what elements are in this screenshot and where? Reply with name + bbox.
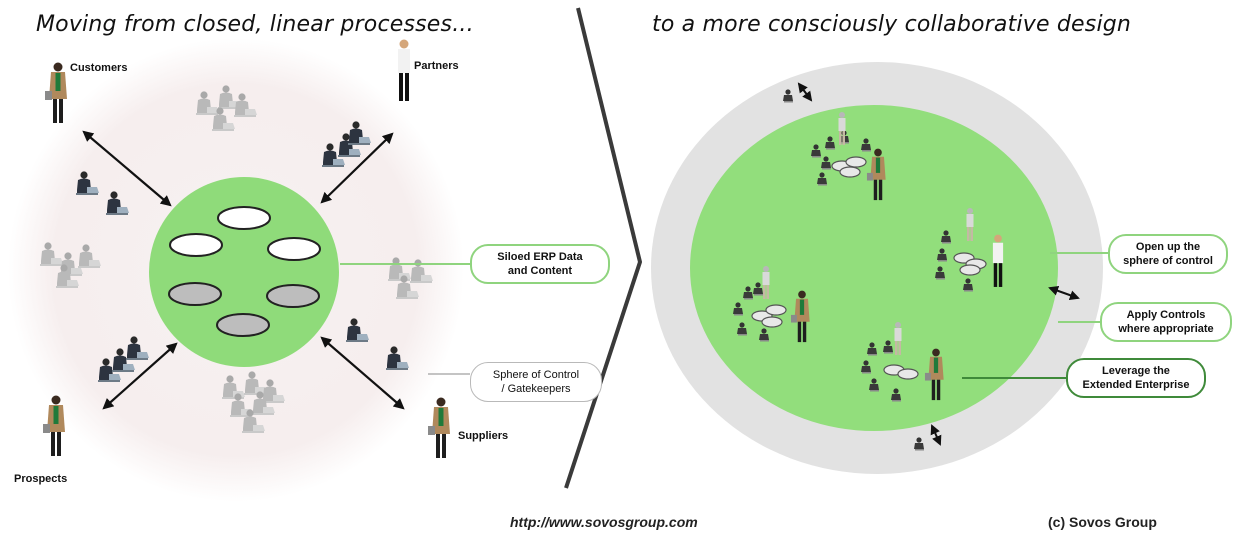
footer-url: http://www.sovosgroup.com [510, 514, 698, 530]
sphere-of-control-callout: Sphere of Control / Gatekeepers [470, 362, 602, 402]
arrow-partners [320, 132, 394, 204]
siloed-erp-callout: Siloed ERP Data and Content [470, 244, 610, 284]
silo-ovals [168, 206, 321, 337]
right-heading: to a more consciously collaborative desi… [652, 12, 1132, 37]
suppliers-figure [428, 397, 450, 458]
ring-arrow-top [783, 82, 813, 103]
ring-arrow-right [1048, 285, 1080, 301]
left-panel [8, 38, 470, 502]
customers-figure [45, 62, 67, 123]
arrow-prospects [102, 342, 178, 410]
partners-label: Partners [414, 60, 459, 72]
divider-chevron [564, 7, 642, 489]
suppliers-label: Suppliers [458, 430, 509, 442]
customers-label: Customers [70, 62, 128, 74]
prospects-label: Prospects [14, 473, 68, 485]
right-panel [651, 62, 1108, 474]
leverage-enterprise-callout: Leverage the Extended Enterprise [1066, 358, 1206, 398]
partners-figure [398, 39, 410, 101]
open-sphere-callout: Open up the sphere of control [1108, 234, 1228, 274]
left-heading: Moving from closed, linear processes... [36, 12, 474, 37]
open-sphere [690, 105, 1058, 431]
central-sphere [149, 177, 339, 367]
ring-arrow-bottom [914, 424, 942, 451]
arrow-customers [82, 130, 172, 207]
apply-controls-callout: Apply Controls where appropriate [1100, 302, 1232, 342]
footer-copyright: (c) Sovos Group [1048, 514, 1157, 530]
arrow-suppliers [320, 336, 405, 410]
